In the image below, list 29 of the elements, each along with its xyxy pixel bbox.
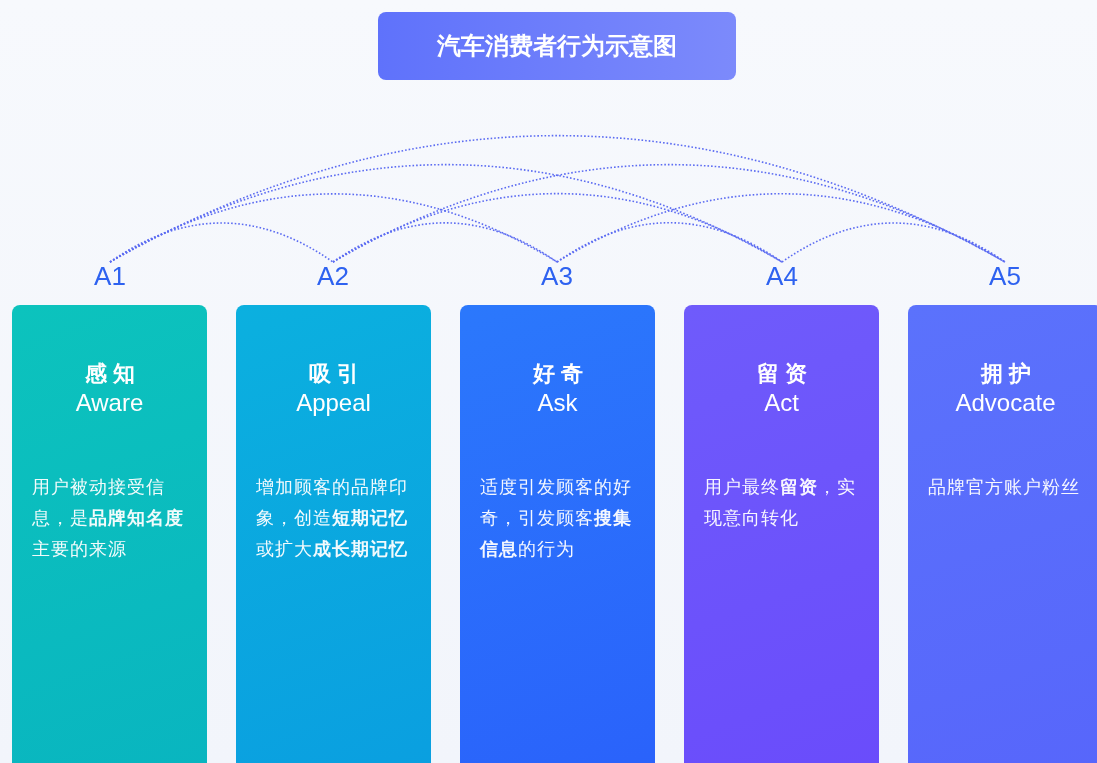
stage-heading: 好奇 <box>531 360 590 388</box>
stage-card <box>460 305 655 763</box>
stage-heading: 感知 <box>83 360 142 388</box>
stage-subheading: Act <box>763 389 800 417</box>
stage-description: 用户被动接受信息，是品牌知名度主要的来源 <box>32 475 185 561</box>
stage-heading: 留资 <box>755 360 814 388</box>
stage-card <box>12 305 207 763</box>
stage-description: 适度引发顾客的好奇，引发顾客搜集信息的行为 <box>480 475 633 561</box>
stage-card <box>908 305 1097 763</box>
stage-description: 增加顾客的品牌印象，创造短期记忆或扩大成长期记忆 <box>256 475 409 561</box>
stage-label: A2 <box>303 262 363 290</box>
stage-subheading: Aware <box>74 389 145 417</box>
stage-label: A5 <box>975 262 1035 290</box>
stage-card <box>236 305 431 763</box>
stage-label: A4 <box>752 262 812 290</box>
stage-heading: 吸引 <box>307 360 366 388</box>
stage-card <box>684 305 879 763</box>
arc-connector <box>109 134 1006 263</box>
arc-connector <box>332 163 1006 263</box>
stage-description: 用户最终留资，实现意向转化 <box>704 475 857 530</box>
stage-description: 品牌官方账户粉丝 <box>928 475 1081 499</box>
stage-heading: 拥护 <box>979 360 1038 388</box>
stage-subheading: Ask <box>536 389 579 417</box>
stage-subheading: Appeal <box>295 389 372 417</box>
stage-label: A3 <box>527 262 587 290</box>
title-banner: 汽车消费者行为示意图 <box>378 12 736 80</box>
arc-connector <box>781 222 1006 263</box>
stage-subheading: Advocate <box>954 389 1057 417</box>
stage-label: A1 <box>80 262 140 290</box>
